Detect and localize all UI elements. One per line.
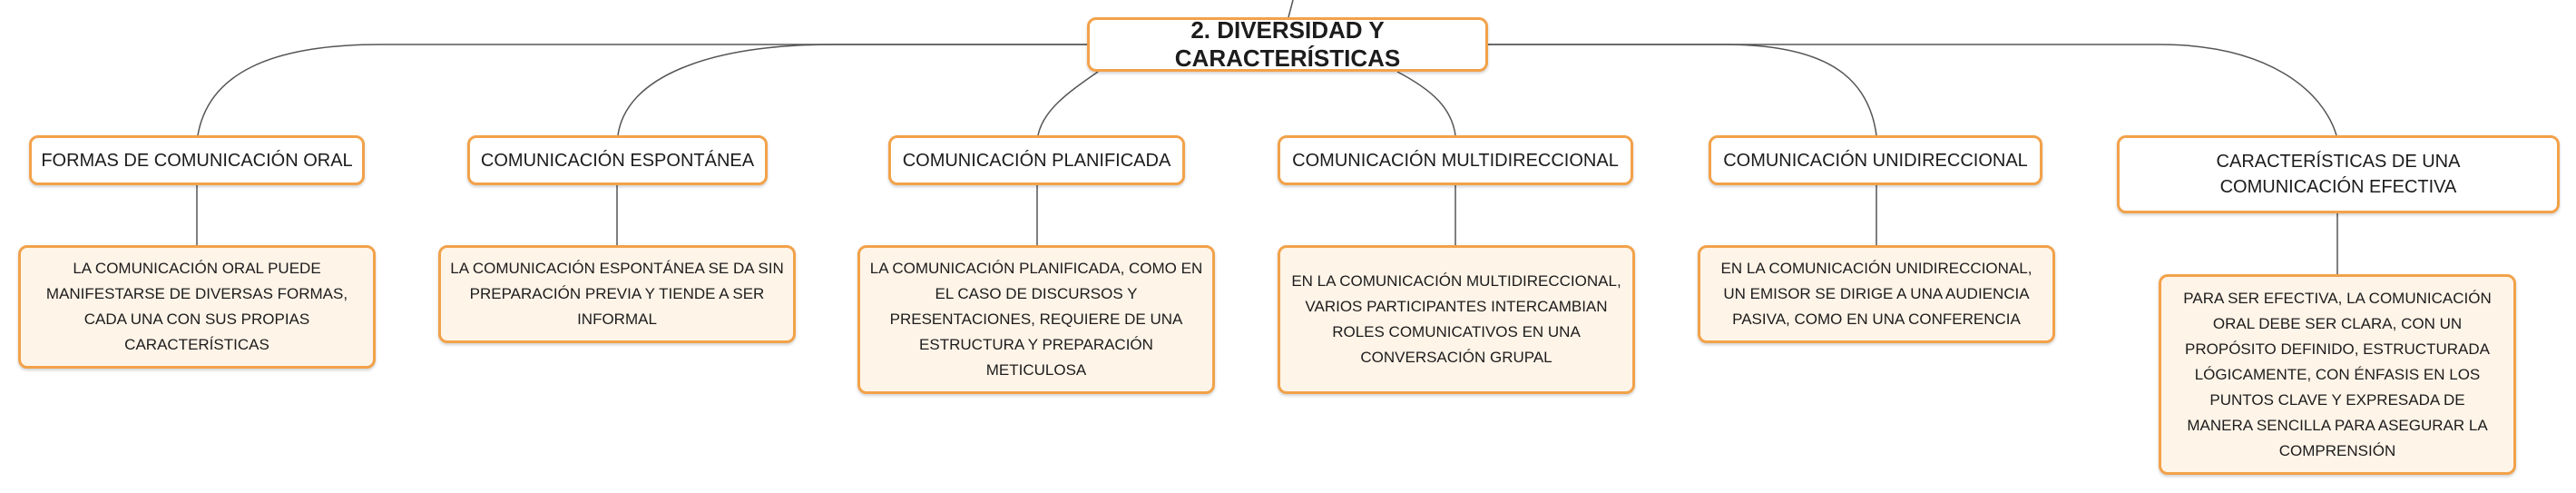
root-to-branch-3 [1037,71,1099,136]
root-topic-label: 2. DIVERSIDAD Y CARACTERÍSTICAS [1174,16,1401,72]
parent-connector [1288,0,1294,18]
branch-title: COMUNICACIÓN ESPONTÁNEA [480,150,755,171]
root-to-branch-4 [1396,71,1456,136]
detail-text: LA COMUNICACIÓN ESPONTÁNEA SE DA SIN PRE… [450,260,784,328]
detail-text: EN LA COMUNICACIÓN MULTIDIRECCIONAL, VAR… [1291,272,1621,366]
detail-comunicacion-planificada[interactable]: LA COMUNICACIÓN PLANIFICADA, COMO EN EL … [857,245,1215,394]
detail-comunicacion-multidireccional[interactable]: EN LA COMUNICACIÓN MULTIDIRECCIONAL, VAR… [1278,245,1635,394]
detail-comunicacion-espontanea[interactable]: LA COMUNICACIÓN ESPONTÁNEA SE DA SIN PRE… [438,245,796,343]
detail-formas-comunicacion-oral[interactable]: LA COMUNICACIÓN ORAL PUEDE MANIFESTARSE … [18,245,376,369]
branch-formas-comunicacion-oral[interactable]: FORMAS DE COMUNICACIÓN ORAL [29,135,365,185]
detail-caracteristicas-comunicacion-efectiva[interactable]: PARA SER EFECTIVA, LA COMUNICACIÓN ORAL … [2159,274,2516,475]
root-to-branch-2 [617,44,1087,136]
detail-text: PARA SER EFECTIVA, LA COMUNICACIÓN ORAL … [2183,289,2492,459]
branch-title: COMUNICACIÓN MULTIDIRECCIONAL [1292,150,1619,171]
detail-comunicacion-unidireccional[interactable]: EN LA COMUNICACIÓN UNIDIRECCIONAL, UN EM… [1698,245,2055,343]
branch-comunicacion-planificada[interactable]: COMUNICACIÓN PLANIFICADA [888,135,1185,185]
branch-title: COMUNICACIÓN PLANIFICADA [902,150,1171,171]
root-topic[interactable]: 2. DIVERSIDAD Y CARACTERÍSTICAS [1087,16,1488,72]
branch-comunicacion-unidireccional[interactable]: COMUNICACIÓN UNIDIRECCIONAL [1709,135,2042,185]
root-to-branch-5 [1488,44,1877,136]
branch-title: CARACTERÍSTICAS DE UNA COMUNICACIÓN EFEC… [2216,152,2461,197]
detail-text: LA COMUNICACIÓN PLANIFICADA, COMO EN EL … [869,260,1203,379]
root-to-branch-1 [197,44,1087,136]
root-to-branch-6 [1488,44,2337,136]
branch-comunicacion-espontanea[interactable]: COMUNICACIÓN ESPONTÁNEA [467,135,768,185]
branch-title: COMUNICACIÓN UNIDIRECCIONAL [1723,150,2028,171]
detail-text: EN LA COMUNICACIÓN UNIDIRECCIONAL, UN EM… [1720,260,2032,328]
branch-comunicacion-multidireccional[interactable]: COMUNICACIÓN MULTIDIRECCIONAL [1278,135,1633,185]
branch-caracteristicas-comunicacion-efectiva[interactable]: CARACTERÍSTICAS DE UNA COMUNICACIÓN EFEC… [2117,135,2560,213]
detail-text: LA COMUNICACIÓN ORAL PUEDE MANIFESTARSE … [45,260,348,353]
branch-title: FORMAS DE COMUNICACIÓN ORAL [41,150,353,171]
